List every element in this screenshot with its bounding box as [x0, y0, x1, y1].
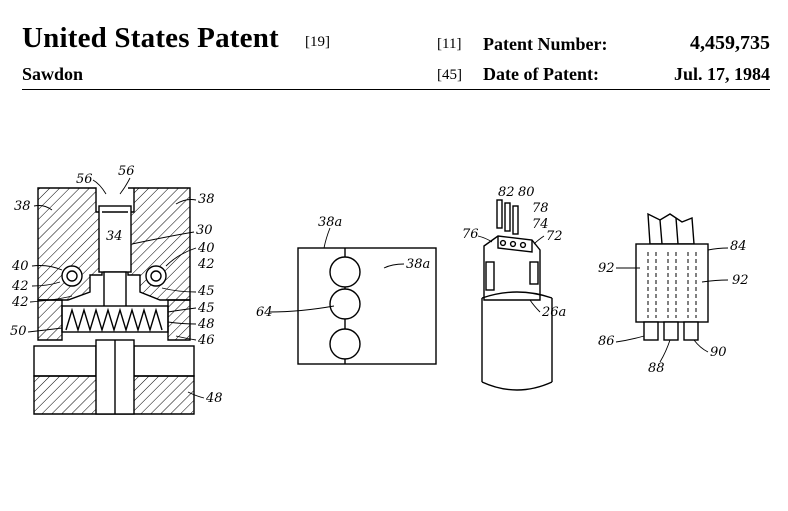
reference-numeral: 40: [11, 259, 29, 274]
patent-number-code: [11]: [437, 36, 462, 52]
date-label: Date of Patent:: [483, 64, 599, 84]
reference-numeral: 34: [106, 229, 123, 244]
reference-numeral: 72: [546, 229, 563, 244]
reference-numeral: 48: [197, 317, 215, 332]
figure-1-cross-section: [33, 187, 195, 415]
figure-4-labels: 84 92 92 86 88 90: [598, 239, 749, 376]
reference-numeral: 92: [598, 261, 615, 276]
reference-numeral: 82: [498, 185, 515, 200]
reference-numeral: 86: [598, 334, 615, 349]
figure-4-leader-lines: [615, 247, 729, 363]
reference-numeral: 42: [11, 279, 29, 294]
reference-numeral: 38: [198, 192, 215, 207]
reference-numeral: 78: [532, 201, 549, 216]
inventor-name: Sawdon: [22, 64, 84, 84]
figure-2-leader-lines: [269, 227, 405, 313]
figure-4-assembly: [635, 212, 709, 341]
reference-numeral: 38a: [318, 215, 342, 230]
figure-3-leader-lines: [477, 235, 545, 313]
reference-numeral: 42: [11, 295, 29, 310]
patent-title-code: [19]: [305, 34, 330, 50]
reference-numeral: 42: [197, 257, 215, 272]
reference-numeral: 92: [732, 273, 749, 288]
reference-numeral: 48: [205, 391, 223, 406]
reference-numeral: 46: [197, 333, 215, 348]
reference-numeral: 45: [197, 301, 215, 316]
figure-2-plate: [297, 247, 437, 365]
reference-numeral: 26a: [541, 305, 566, 320]
patent-number: 4,459,735: [690, 32, 770, 54]
reference-numeral: 74: [532, 217, 549, 232]
reference-numeral: 38: [14, 199, 31, 214]
reference-numeral: 45: [197, 284, 215, 299]
reference-numeral: 40: [197, 241, 215, 256]
figure-2-labels: 38a 38a 64: [256, 215, 430, 320]
reference-numeral: 80: [518, 185, 535, 200]
reference-numeral: 38a: [406, 257, 430, 272]
reference-numeral: 50: [10, 324, 27, 339]
reference-numeral: 56: [118, 164, 135, 179]
reference-numeral: 88: [648, 361, 665, 376]
reference-numeral: 30: [196, 223, 213, 238]
reference-numeral: 84: [730, 239, 747, 254]
reference-numeral: 56: [76, 172, 93, 187]
figure-1-leader-lines: [27, 177, 205, 399]
reference-numeral: 76: [462, 227, 479, 242]
figure-1-labels: 38 56 56 38 34 30 40 40 42 42 42 45 45 5…: [10, 164, 223, 406]
header-rule: [22, 89, 770, 90]
reference-numeral: 64: [256, 305, 273, 320]
patent-number-label: Patent Number:: [483, 34, 608, 54]
figure-3-die: [481, 199, 553, 391]
patent-title: United States Patent: [22, 22, 279, 54]
patent-date: Jul. 17, 1984: [673, 64, 770, 84]
reference-numeral: 90: [710, 345, 727, 360]
figure-3-labels: 82 80 78 76 74 72 26a: [462, 185, 566, 320]
date-code: [45]: [437, 67, 462, 83]
